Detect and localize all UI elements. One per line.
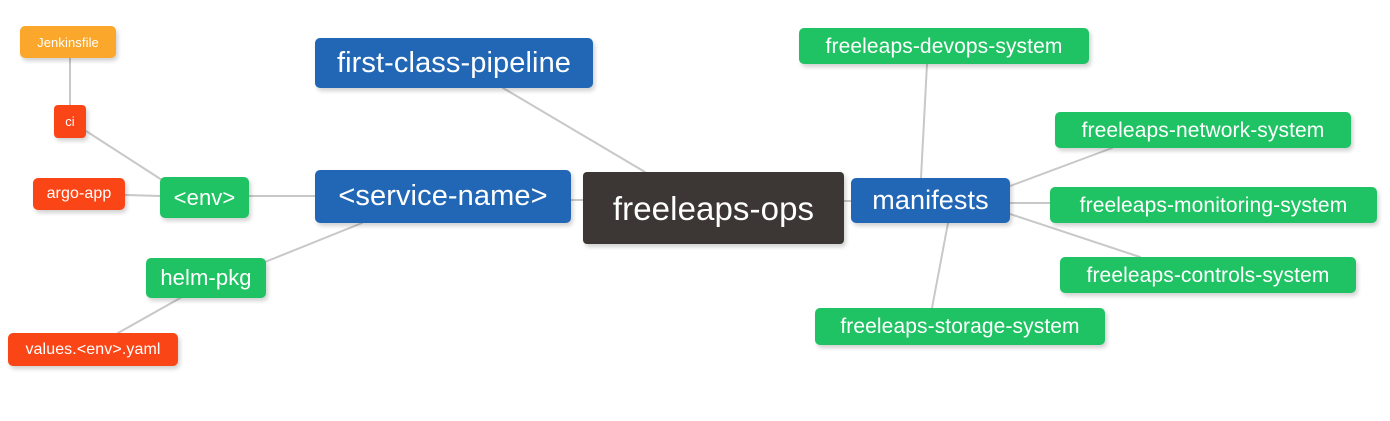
edge-ci-to-env <box>85 130 163 181</box>
node-freeleaps-monitoring-system[interactable]: freeleaps-monitoring-system <box>1050 187 1377 223</box>
node-argo-app[interactable]: argo-app <box>33 178 125 210</box>
node-helm-pkg[interactable]: helm-pkg <box>146 258 266 298</box>
node-manifests[interactable]: manifests <box>851 178 1010 223</box>
edge-helm-pkg-to-service-name <box>264 222 363 263</box>
node-label-freeleaps-devops-system: freeleaps-devops-system <box>825 34 1063 58</box>
node-freeleaps-storage-system[interactable]: freeleaps-storage-system <box>815 308 1105 345</box>
node-label-argo-app: argo-app <box>46 185 112 202</box>
edge-values-env-yaml-to-helm-pkg <box>117 296 183 334</box>
node-freeleaps-devops-system[interactable]: freeleaps-devops-system <box>799 28 1089 64</box>
node-label-freeleaps-storage-system: freeleaps-storage-system <box>840 315 1080 338</box>
edge-argo-app-to-env <box>124 194 161 197</box>
node-label-freeleaps-controls-system: freeleaps-controls-system <box>1086 263 1330 287</box>
node-label-service-name: <service-name> <box>338 180 548 212</box>
node-env[interactable]: <env> <box>160 177 249 218</box>
edge-manifests-to-freeleaps-storage-system <box>931 222 949 309</box>
node-freeleaps-controls-system[interactable]: freeleaps-controls-system <box>1060 257 1356 293</box>
node-label-manifests: manifests <box>872 185 989 215</box>
node-label-first-class-pipeline: first-class-pipeline <box>336 46 572 79</box>
node-label-freeleaps-network-system: freeleaps-network-system <box>1081 118 1325 142</box>
node-freeleaps-ops[interactable]: freeleaps-ops <box>583 172 844 244</box>
node-label-ci: ci <box>65 114 75 129</box>
node-jenkinsfile[interactable]: Jenkinsfile <box>20 26 116 58</box>
node-label-jenkinsfile: Jenkinsfile <box>37 34 99 50</box>
node-label-env: <env> <box>173 184 236 210</box>
node-first-class-pipeline[interactable]: first-class-pipeline <box>315 38 593 88</box>
edge-manifests-to-freeleaps-network-system <box>1009 147 1113 187</box>
node-label-freeleaps-monitoring-system: freeleaps-monitoring-system <box>1079 193 1348 217</box>
edge-manifests-to-freeleaps-devops-system <box>920 63 928 179</box>
node-label-values-env-yaml: values.<env>.yaml <box>25 340 161 358</box>
edge-first-class-pipeline-to-freeleaps-ops <box>502 87 646 173</box>
node-values-env-yaml[interactable]: values.<env>.yaml <box>8 333 178 366</box>
node-label-freeleaps-ops: freeleaps-ops <box>612 189 815 227</box>
node-service-name[interactable]: <service-name> <box>315 170 571 223</box>
node-label-helm-pkg: helm-pkg <box>160 265 252 290</box>
node-freeleaps-network-system[interactable]: freeleaps-network-system <box>1055 112 1351 148</box>
node-ci[interactable]: ci <box>54 105 86 138</box>
